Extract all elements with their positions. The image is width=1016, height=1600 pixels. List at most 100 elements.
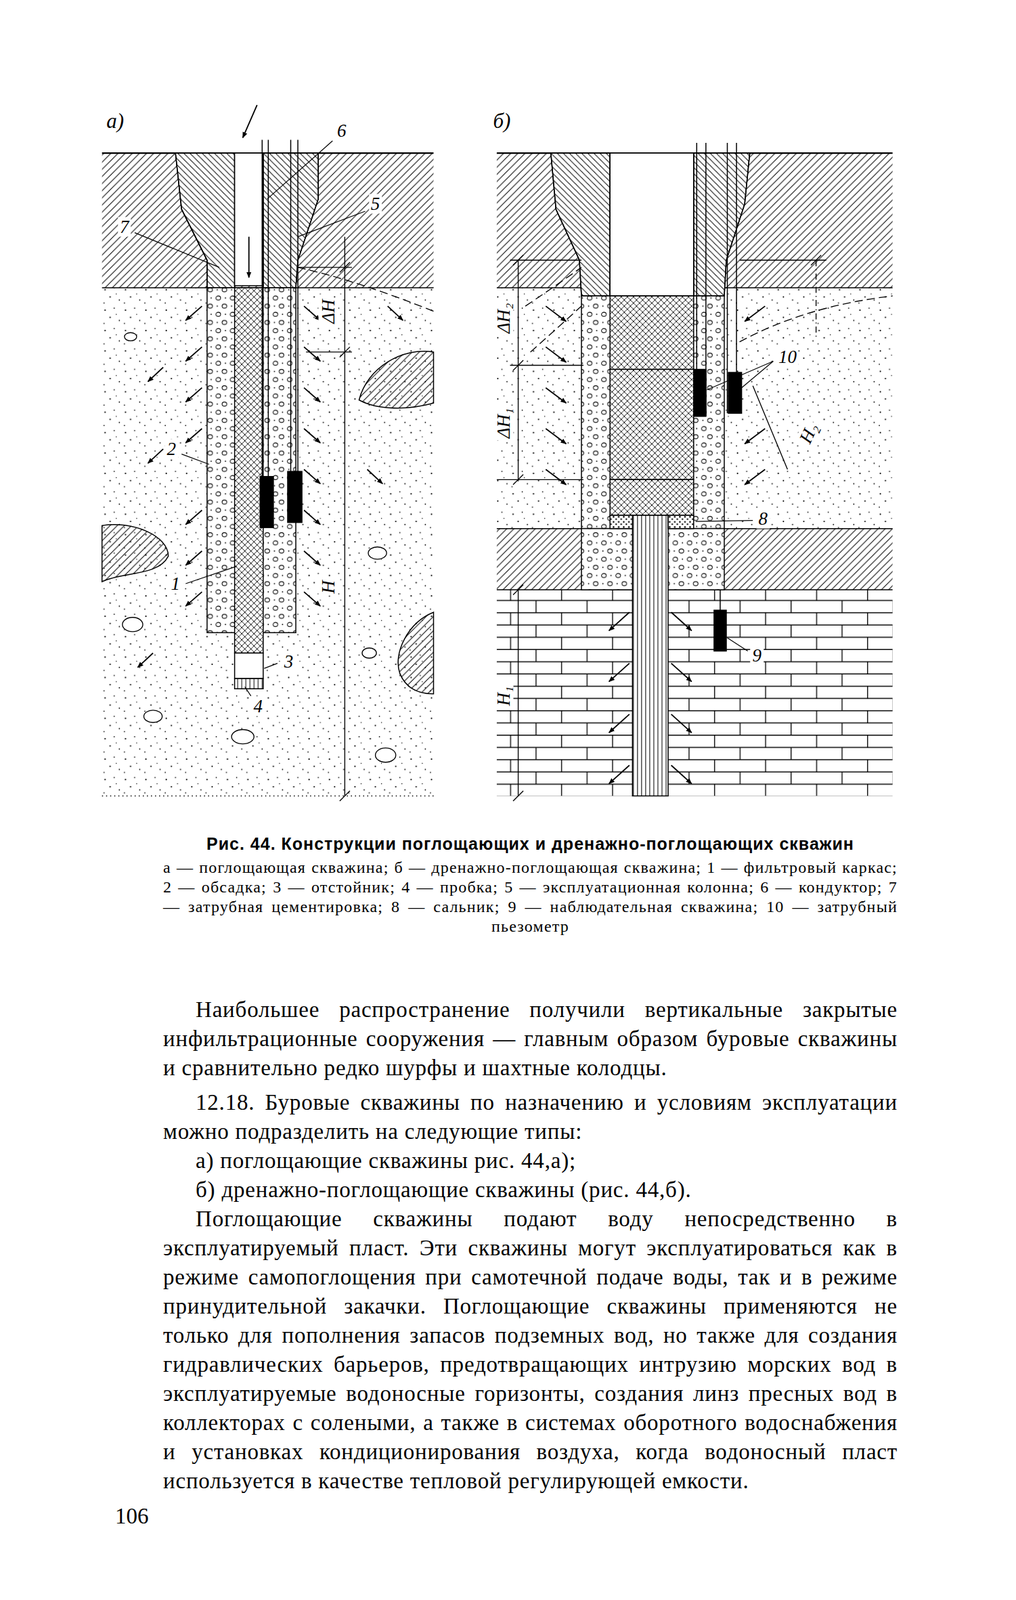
dimension-line <box>305 351 352 352</box>
dimension-line <box>344 236 346 797</box>
flow-arrow <box>243 104 258 138</box>
flow-arrow <box>148 448 164 463</box>
flow-arrow <box>671 764 692 784</box>
callout-number: 4 <box>251 695 266 716</box>
pipe <box>259 139 302 528</box>
pipe <box>719 589 721 610</box>
absorbing-well-figure <box>102 152 434 796</box>
flow-arrow <box>185 550 202 566</box>
drainage-absorbing-well-figure <box>496 287 893 529</box>
leader-line <box>695 360 774 651</box>
leader-line <box>134 140 366 696</box>
dimension-line <box>496 255 893 801</box>
dimension-label: ΔH₂ <box>494 301 514 336</box>
dimension-line <box>517 589 519 796</box>
flow-arrow <box>185 387 202 403</box>
dimension-line <box>297 266 352 268</box>
dimension-line <box>513 255 524 485</box>
drainage-absorbing-well-figure <box>496 152 893 796</box>
pipe <box>259 476 274 528</box>
pipe <box>726 142 729 413</box>
absorbing-well-figure <box>102 287 434 797</box>
annular-cementing <box>693 152 750 296</box>
pebble <box>368 546 387 560</box>
well-structure <box>609 479 694 516</box>
dimension-line <box>517 259 519 480</box>
pipe <box>714 609 727 651</box>
leader-line <box>297 211 365 237</box>
dimension-label: ΔH₁ <box>494 406 514 441</box>
callout-number: 6 <box>335 120 349 141</box>
dimension-line <box>513 584 524 801</box>
leader-line <box>263 663 278 669</box>
leader-line <box>706 360 773 390</box>
flow-arrow <box>137 652 153 667</box>
callout-number: 7 <box>117 216 132 237</box>
flow-arrow <box>545 387 566 404</box>
figure-letter: а) <box>104 108 126 132</box>
pipe <box>287 471 302 522</box>
page-number: 106 <box>115 1503 149 1529</box>
rock-lens <box>102 524 169 582</box>
pipe <box>261 139 264 476</box>
leader-line <box>134 232 220 268</box>
flow-arrow <box>303 550 321 566</box>
drainage-absorbing-well-figure <box>496 528 893 590</box>
flow-arrow <box>303 428 321 443</box>
flow-arrow <box>545 305 765 784</box>
well-structure <box>609 152 694 296</box>
pebble <box>231 729 254 744</box>
pipe <box>728 372 742 413</box>
pipe <box>693 369 706 417</box>
well-structure <box>609 369 694 480</box>
dimension-label: H₁ <box>494 683 514 708</box>
flow-arrow <box>137 104 403 667</box>
callout-number: 10 <box>776 347 799 367</box>
leader-line <box>181 454 210 465</box>
pebble <box>375 747 396 763</box>
figure-caption: Рис. 44. Конструкции поглощающих и дрена… <box>163 833 898 854</box>
body-paragraph: Поглощающие скважины подают воду непосре… <box>163 1204 898 1496</box>
dimension-line <box>810 255 822 266</box>
dimension-line <box>739 259 827 261</box>
annular-cementing <box>175 152 235 288</box>
dimension-line <box>525 267 582 306</box>
rock-lens <box>398 611 434 694</box>
leader-line <box>727 637 748 652</box>
dimension-label: ΔH <box>318 297 339 325</box>
drainage-absorbing-well-figure <box>496 589 893 796</box>
annular-cementing <box>550 152 610 296</box>
leader-line <box>245 686 252 696</box>
body-paragraph: 12.18. Буровые скважины по назначению и … <box>163 1087 898 1146</box>
callout-number: 9 <box>749 645 764 665</box>
flow-arrow <box>185 305 202 321</box>
well-structure <box>581 152 725 796</box>
flow-arrow <box>367 469 384 484</box>
well-structure <box>234 152 264 286</box>
pipe <box>297 139 299 472</box>
well-structure <box>234 652 264 679</box>
flow-arrow <box>609 764 630 784</box>
well-structure <box>234 287 264 654</box>
well-structure <box>632 515 669 796</box>
annular-cementing <box>175 152 319 288</box>
dimension-label: H <box>318 578 339 596</box>
callout-number: 2 <box>164 439 179 459</box>
list-item: б) дренажно-поглощающие скважины (рис. 4… <box>163 1175 898 1205</box>
flow-arrow <box>671 663 692 682</box>
pebble <box>143 710 162 723</box>
dimension-line <box>739 295 893 342</box>
pipe <box>290 139 292 472</box>
leader-line <box>741 360 774 388</box>
dimension-line <box>339 261 350 801</box>
dimension-line <box>297 236 434 801</box>
callout-number: 8 <box>756 508 771 528</box>
annular-cementing <box>693 152 750 296</box>
flow-arrow <box>185 510 202 525</box>
callout-number: 1 <box>168 573 183 594</box>
absorbing-well-figure <box>102 152 434 288</box>
dimension-line <box>815 259 817 337</box>
pipe <box>693 142 742 652</box>
flow-arrow <box>609 663 630 682</box>
